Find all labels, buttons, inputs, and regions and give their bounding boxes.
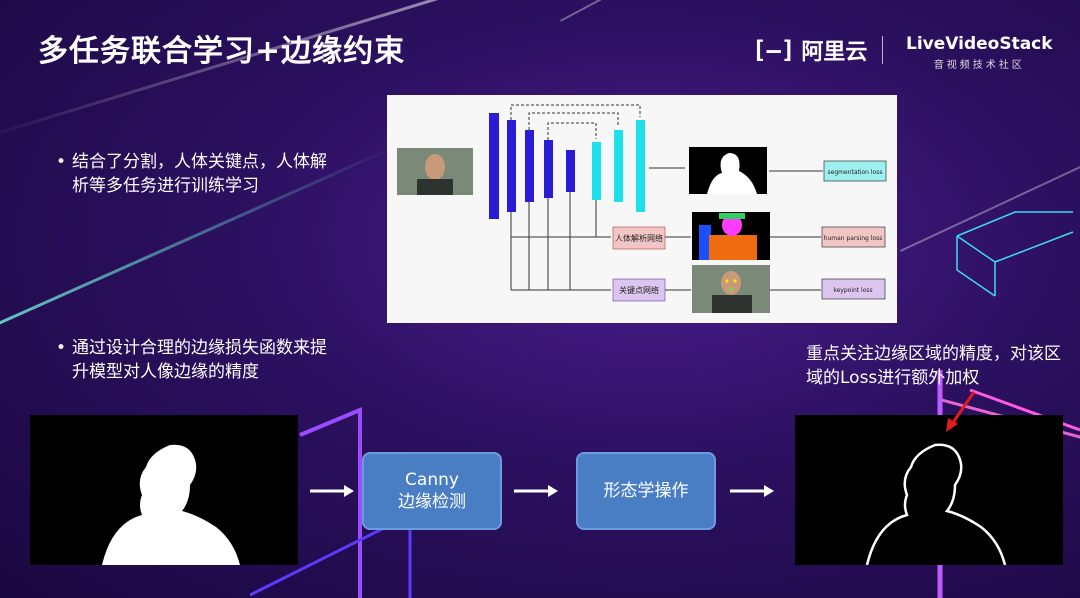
segmentation-loss-label: segmentation loss [828,169,883,176]
skip-connection [547,122,597,140]
livevideostack-subtitle: 音视频技术社区 [933,60,1025,71]
arrow-icon [310,485,354,497]
logo-divider [882,36,883,64]
encoder-block [507,120,516,212]
keypoint-loss-box [821,278,886,300]
background-stripe [560,0,738,22]
parsing-region [699,225,711,260]
page-title: 多任务联合学习+边缘约束 [38,34,406,69]
bullet-dot: • [56,338,67,358]
human-parsing-loss-box [821,226,886,248]
canny-label: Canny [405,470,459,490]
segmentation-loss-box [823,160,887,182]
arrow-icon [514,485,558,497]
arrow-icon [730,485,774,497]
edge-contour [865,443,1007,566]
alibaba-cloud-icon: [–] [752,36,796,64]
human-parsing-branch-label: 人体解析网络 [615,233,663,243]
keypoint-face [721,271,741,295]
skip-connection [528,112,619,130]
bullet-edge-loss: • 通过设计合理的边缘损失函数来提升模型对人像边缘的精度 [56,336,342,384]
alibaba-cloud-name: 阿里云 [801,40,868,65]
encoder-block [566,150,575,192]
keypoint-marker [729,287,733,291]
portrait-mask-panel [30,415,298,565]
bullet-dot: • [56,152,67,172]
human-parsing-loss-label: human parsing loss [824,235,883,242]
decoder-block [636,120,645,212]
edge-detection-label: 边缘检测 [398,492,466,512]
livevideostack-name: LiveVideoStack [906,34,1053,54]
morphology-label: 形态学操作 [603,481,689,501]
decoder-block [614,130,623,202]
morphology-operation-box: 形态学操作 [576,452,716,530]
input-photo [397,148,473,195]
parsing-region [722,214,742,236]
parsing-region [709,235,757,260]
bullet-text: 通过设计合理的边缘损失函数来提升模型对人像边缘的精度 [72,338,327,382]
keypoint-marker [725,279,729,283]
edge-weighting-note: 重点关注边缘区域的精度，对该区域的Loss进行额外加权 [806,344,1061,388]
parsing-region [719,213,745,219]
segmentation-silhouette [707,153,757,194]
keypoint-marker [733,279,737,283]
canny-edge-detection-box: Canny 边缘检测 [362,452,502,530]
skip-connection [510,104,641,120]
edge-contour-panel [795,415,1063,566]
portrait-mask-svg [102,444,240,565]
bullet-multitask: • 结合了分割，人体关键点，人体解析等多任务进行训练学习 [56,150,332,198]
human-parsing-branch-box [612,226,666,250]
portrait-silhouette [102,444,240,565]
decorative-cube [956,211,1074,297]
architecture-svg: segmentation loss 人体解析网络 human parsing l… [397,104,887,313]
edge-contour-svg [865,443,1007,566]
keypoint-body [712,295,752,313]
livevideostack-logo: LiveVideoStack 音视频技术社区 [906,34,1053,71]
decoder-block [592,142,601,200]
alibaba-cloud-logo: [–] 阿里云 [752,34,867,66]
encoder-block [489,113,499,219]
keypoint-loss-label: keypoint loss [833,287,872,294]
keypoint-branch-label: 关键点网络 [619,285,659,295]
red-arrow-icon [946,391,976,432]
encoder-block [544,140,553,198]
architecture-diagram: segmentation loss 人体解析网络 human parsing l… [387,95,897,323]
encoder-block [525,130,534,202]
bullet-text: 结合了分割，人体关键点，人体解析等多任务进行训练学习 [72,152,327,196]
